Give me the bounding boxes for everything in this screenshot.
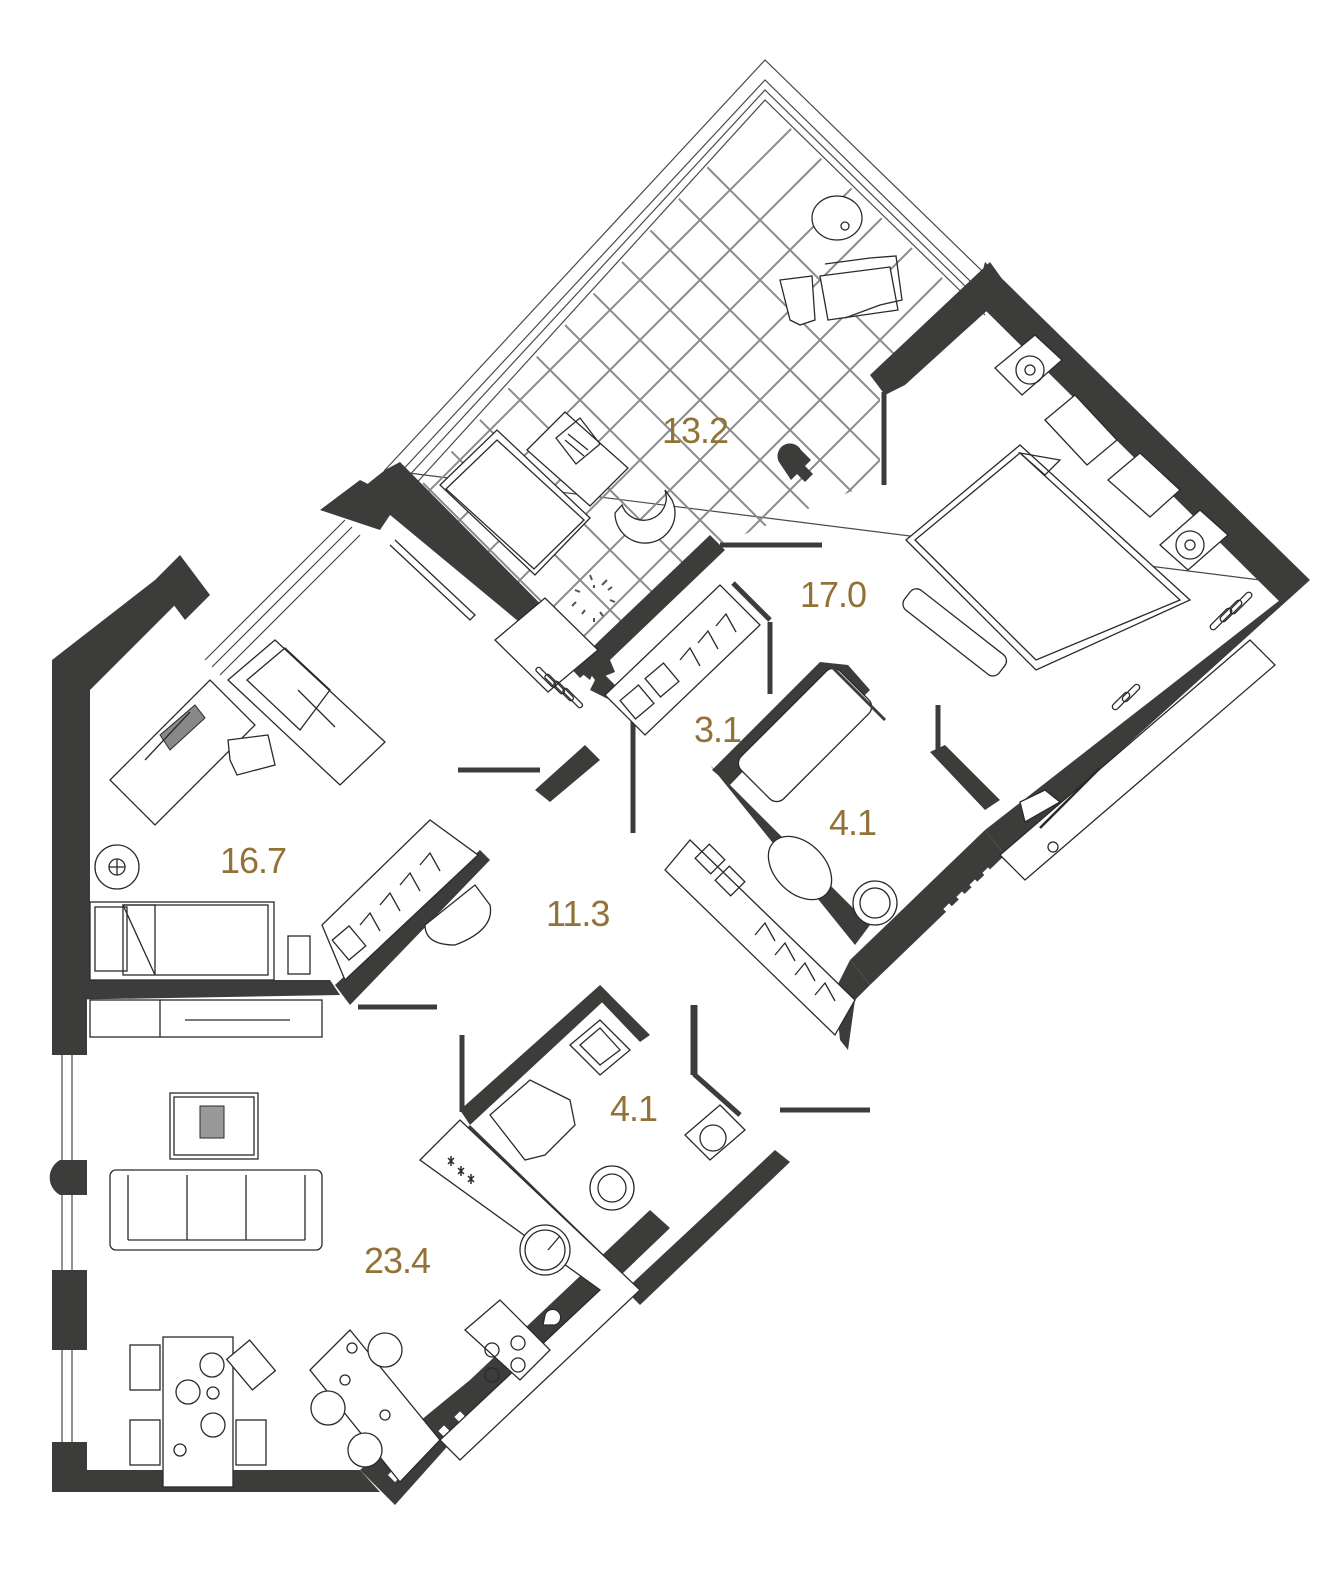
area-label-wc: 4.1 bbox=[610, 1088, 658, 1129]
wardrobe-furniture bbox=[604, 584, 761, 736]
area-label-bathroom: 4.1 bbox=[829, 802, 877, 843]
keyboard-icon bbox=[159, 704, 206, 751]
plant-icon bbox=[571, 574, 616, 622]
area-label-wardrobe: 3.1 bbox=[694, 709, 742, 750]
area-label-bedroom: 17.0 bbox=[800, 574, 867, 615]
area-label-living-kitchen: 23.4 bbox=[364, 1240, 431, 1281]
loggia-daybed bbox=[439, 429, 591, 576]
lamp-icon bbox=[777, 443, 813, 482]
area-label-loggia: 13.2 bbox=[662, 410, 729, 451]
area-label-hallway: 11.3 bbox=[546, 893, 610, 934]
kids-room-furniture bbox=[89, 519, 599, 982]
area-label-kids-room: 16.7 bbox=[220, 840, 287, 881]
loggia-armchair bbox=[614, 489, 676, 544]
bathroom-furniture bbox=[664, 663, 898, 1037]
living-kitchen-furniture bbox=[89, 999, 641, 1488]
bedroom-furniture bbox=[902, 334, 1276, 881]
wc-furniture bbox=[489, 1019, 746, 1211]
stove-asterisks-icon bbox=[447, 1156, 475, 1184]
loggia-table bbox=[526, 411, 629, 507]
loggia-side-table bbox=[811, 195, 863, 241]
loggia-lounge-chair bbox=[779, 255, 903, 326]
